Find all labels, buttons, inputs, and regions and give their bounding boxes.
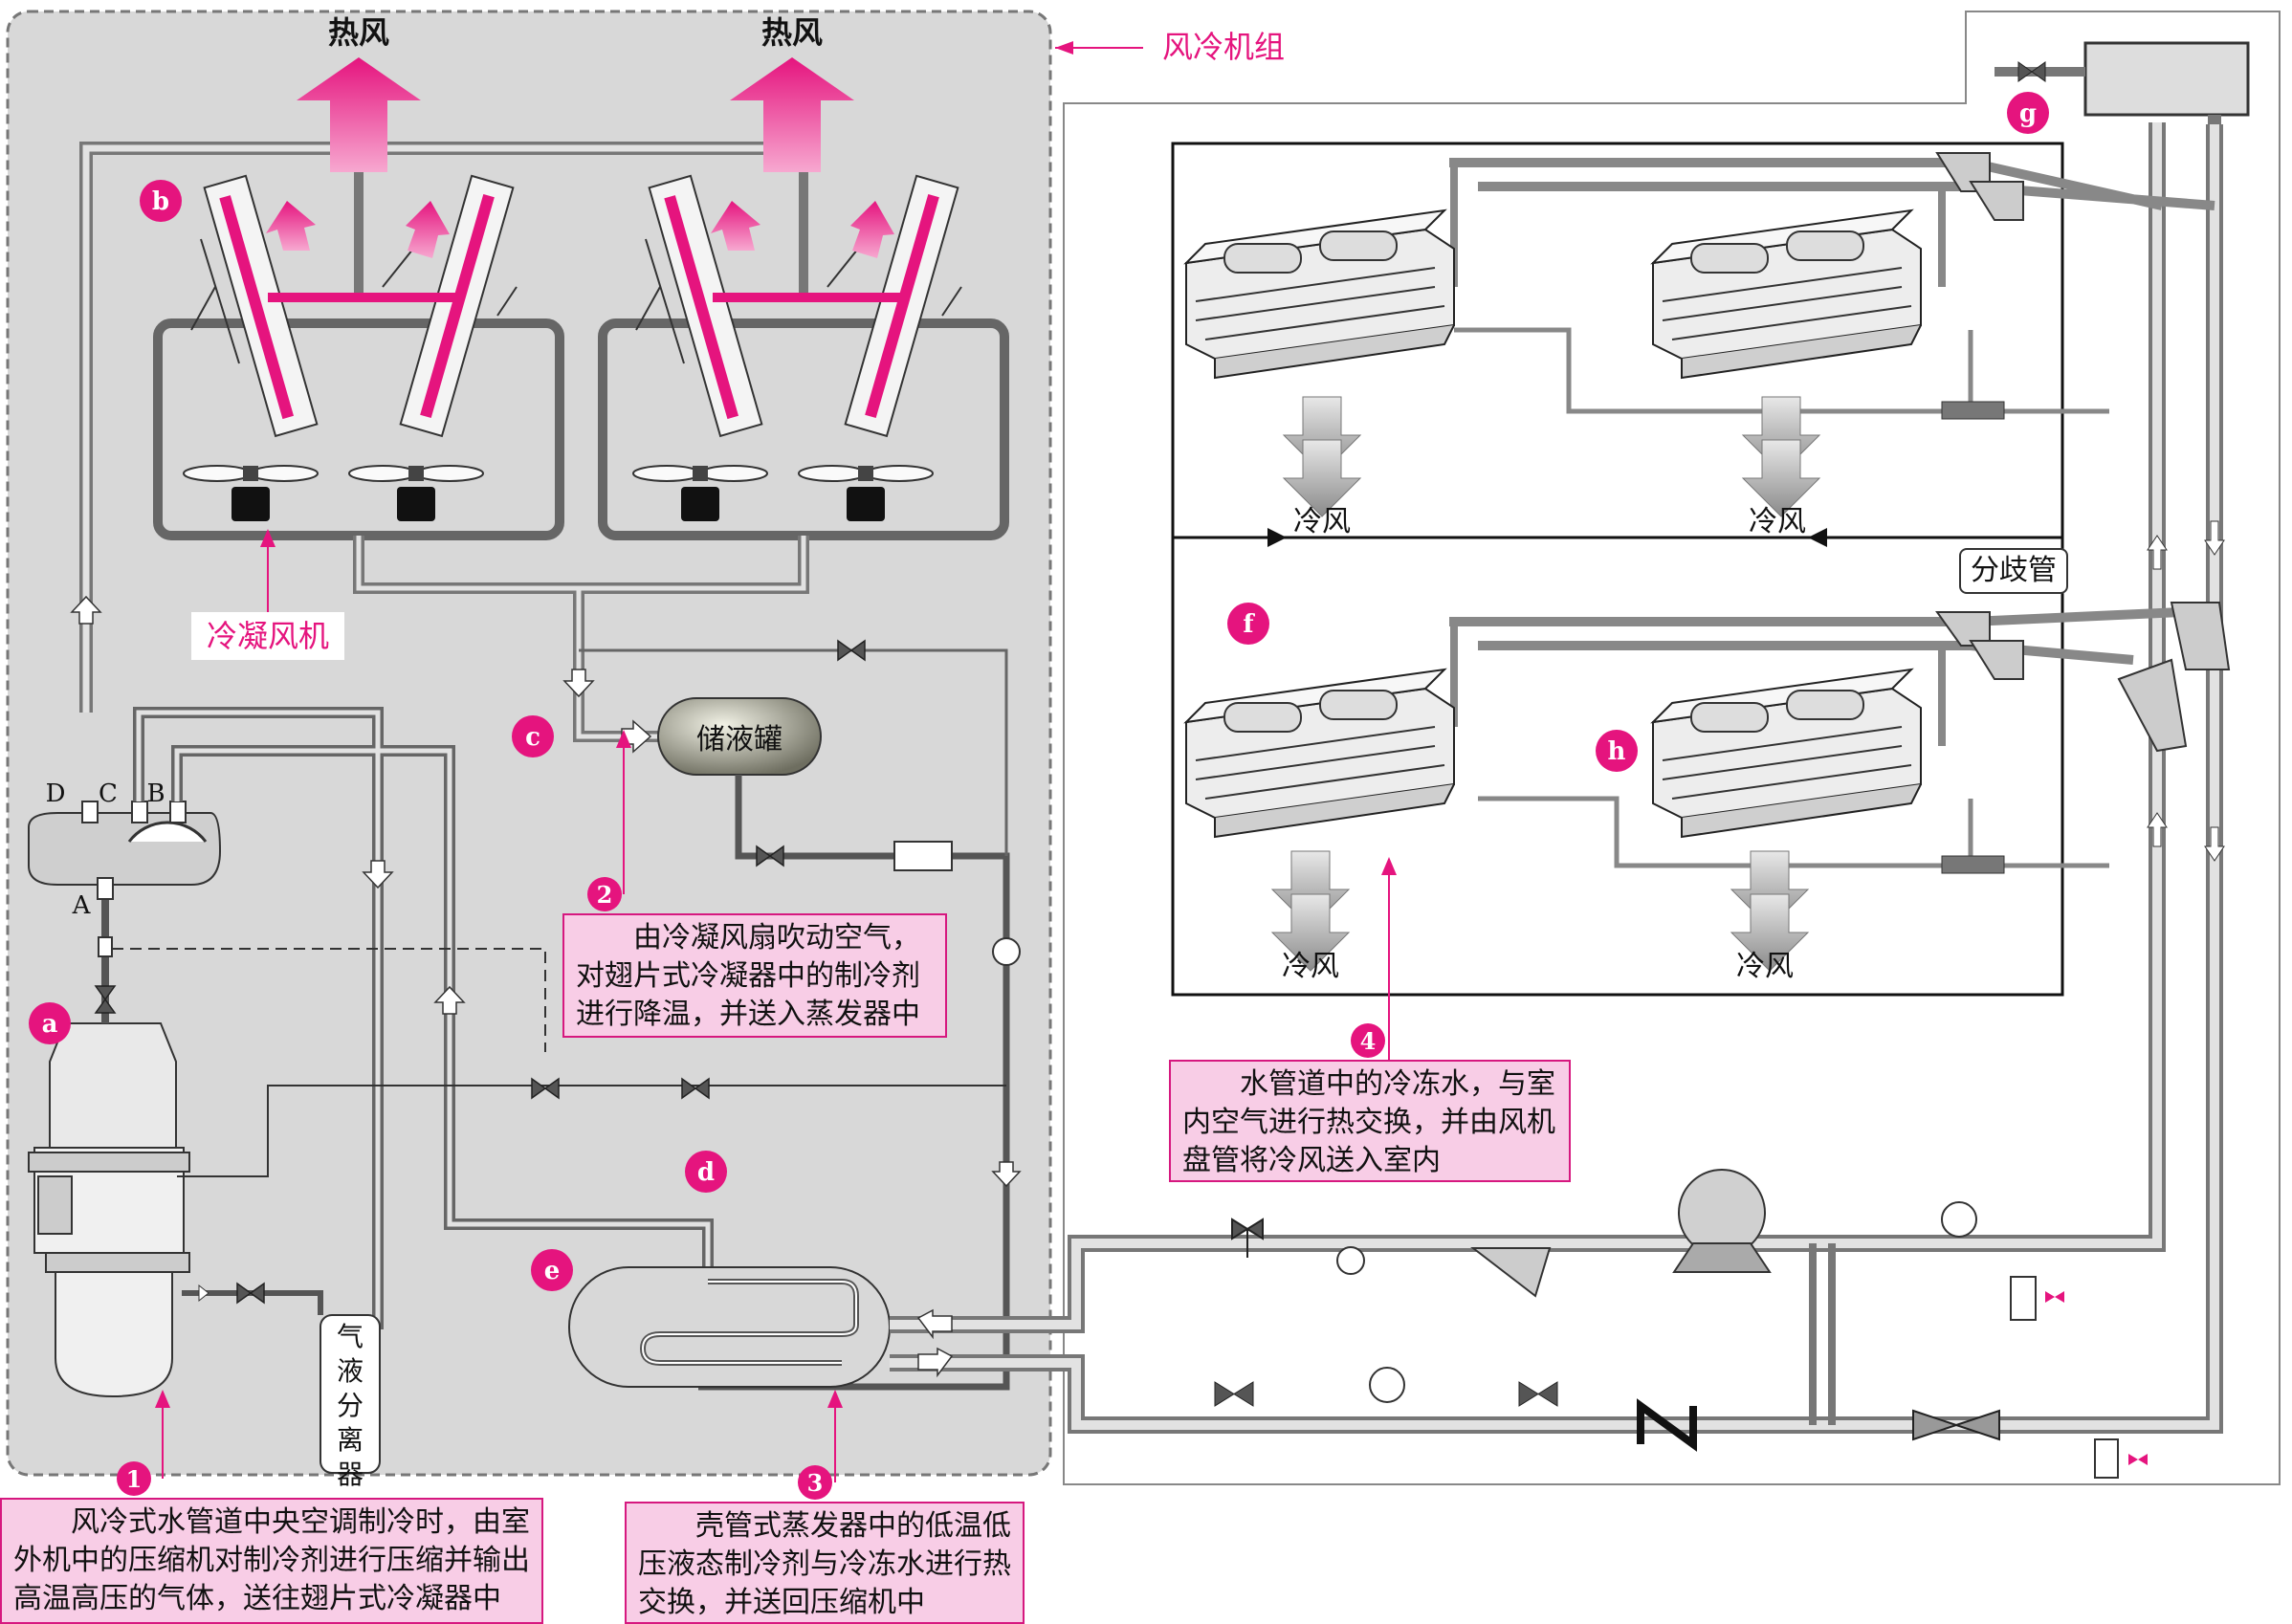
cold-air-arrows	[1270, 396, 1821, 972]
step-4-number: 4	[1360, 1027, 1377, 1055]
compressor	[28, 1022, 190, 1398]
expansion-tank	[2083, 41, 2250, 117]
marker-d: d	[697, 1158, 715, 1187]
marker-f: f	[1243, 610, 1255, 639]
hot-air-label-1: 热风	[328, 14, 389, 51]
marker-b: b	[152, 187, 169, 216]
gas-liquid-separator	[320, 1314, 381, 1474]
port-d-label: D	[46, 779, 66, 808]
marker-h: h	[1608, 737, 1626, 766]
manifold-label: 分歧管	[1959, 548, 2068, 594]
marker-c: c	[525, 723, 540, 752]
receiver-label: 储液罐	[696, 723, 782, 757]
step-2-number: 2	[597, 881, 613, 909]
cold-air-label-4: 冷风	[1736, 950, 1794, 983]
hot-air-arrows	[266, 57, 894, 258]
step-3-number: 3	[807, 1469, 824, 1497]
port-a-label: A	[72, 891, 92, 920]
step-3-callout: 壳管式蒸发器中的低温低压液态制冷剂与冷冻水进行热交换，并送回压缩机中	[625, 1502, 1025, 1624]
condenser-coils-left	[190, 174, 518, 438]
step-1-number: 1	[126, 1465, 143, 1493]
step-4-callout: 水管道中的冷冻水，与室内空气进行热交换，并由风机盘管将冷风送入室内	[1169, 1060, 1571, 1182]
marker-e: e	[544, 1257, 561, 1285]
cold-air-label-1: 冷风	[1293, 505, 1351, 538]
separator-label: 气液分离器	[336, 1321, 364, 1490]
port-b-label: B	[146, 779, 165, 808]
hot-air-label-2: 热风	[761, 14, 823, 51]
step-2-callout: 由冷凝风扇吹动空气，对翅片式冷凝器中的制冷剂进行降温，并送入蒸发器中	[562, 913, 947, 1038]
step-1-callout: 风冷式水管道中央空调制冷时，由室外机中的压缩机对制冷剂进行压缩并输出高温高压的气…	[0, 1498, 543, 1624]
shell-tube-evaporator	[568, 1266, 891, 1388]
condenser-fan-label: 冷凝风机	[191, 612, 344, 660]
unit-title-label: 风冷机组	[1162, 29, 1285, 65]
marker-g: g	[2019, 99, 2037, 128]
marker-a: a	[42, 1010, 58, 1039]
cold-air-label-2: 冷风	[1749, 505, 1806, 538]
cold-air-label-3: 冷风	[1282, 950, 1339, 983]
four-way-valve	[28, 801, 222, 900]
condenser-coils-right	[635, 174, 962, 438]
port-c-label: C	[99, 779, 118, 808]
